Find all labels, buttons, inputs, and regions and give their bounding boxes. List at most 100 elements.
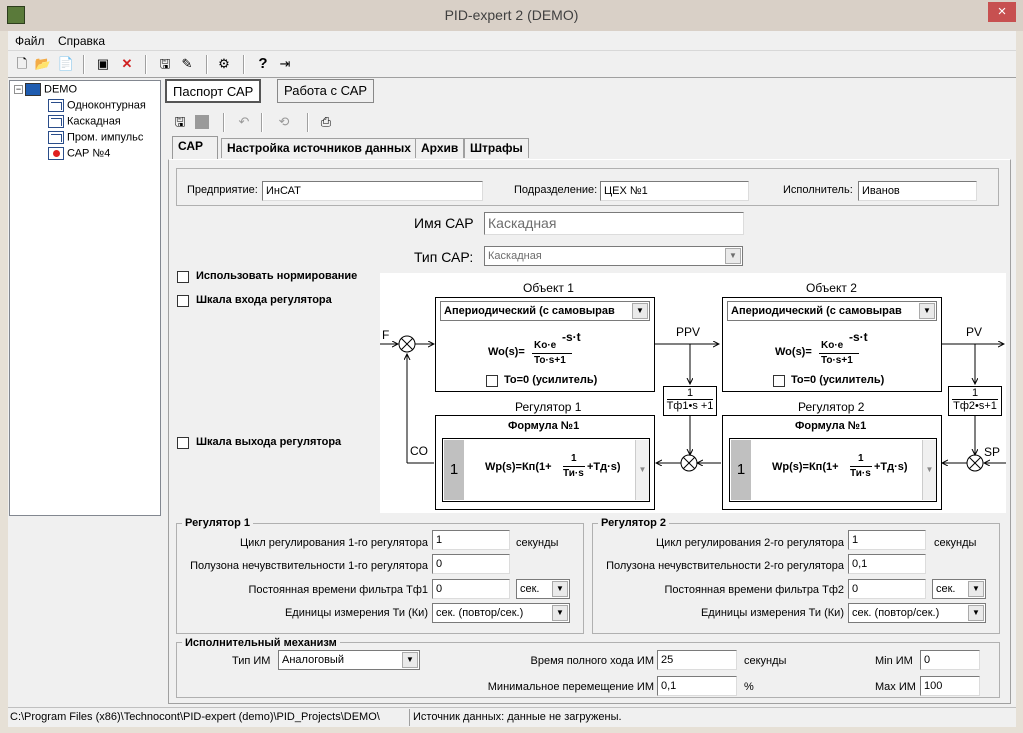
open-icon[interactable]: 📂 [34, 56, 52, 71]
tab-passport[interactable]: Паспорт САР [165, 79, 262, 103]
refresh-icon[interactable]: ⟲ [278, 114, 290, 129]
app-icon [7, 6, 25, 24]
enterprise-field[interactable]: ИнСАТ [262, 181, 483, 201]
menu-bar: Файл Справка [8, 31, 1016, 51]
regulator2-group [592, 523, 1000, 634]
normalize-checkbox[interactable] [177, 271, 189, 283]
reg2-cycle-field[interactable]: 1 [848, 530, 926, 550]
min-im-field[interactable]: 0 [920, 650, 980, 670]
export-icon[interactable]: 📄 [57, 56, 75, 71]
regulator2-formula-list[interactable]: 1 Wp(s)=Кп(1+ 1 Ти·s +Тд·s) ▼ [729, 438, 937, 502]
menu-file[interactable]: Файл [15, 34, 45, 48]
chevron-down-icon: ▼ [968, 605, 984, 621]
input-scale-label: Шкала входа регулятора [196, 294, 332, 306]
new-icon[interactable]: 🗋 [16, 56, 28, 71]
tab-data-sources[interactable]: Настройка источников данных [221, 138, 417, 158]
image-icon[interactable]: ▣ [96, 56, 110, 71]
actuator-type-select[interactable]: Аналоговый ▼ [278, 650, 420, 670]
edit-icon[interactable]: ✎ [181, 56, 193, 71]
regulator1-formula-list[interactable]: 1 Wp(s)=Кп(1+ 1 Ти·s +Тд·s) ▼ [442, 438, 650, 502]
filter2-box: 1 Тф2•s+1 [948, 386, 1002, 416]
object2-title: Объект 2 [806, 281, 857, 295]
save-icon[interactable]: 🖫 [159, 56, 171, 71]
alert-icon [48, 147, 64, 160]
main-toolbar: 🗋 📂 📄 ▣ ✕ 🖫 ✎ ⚙ ? ⇥ [8, 51, 1016, 78]
object2-type-select[interactable]: Апериодический (с самовырав ▼ [727, 301, 937, 321]
help-icon[interactable]: ? [258, 55, 268, 72]
enterprise-label: Предприятие: [187, 184, 258, 196]
normalize-label: Использовать нормирование [196, 270, 358, 282]
undo-icon[interactable]: ↶ [238, 114, 250, 129]
reg2-filter-field[interactable]: 0 [848, 579, 926, 599]
object2-to-zero-checkbox[interactable] [773, 375, 785, 387]
diagram-lines [380, 335, 1006, 472]
executor-field[interactable]: Иванов [858, 181, 977, 201]
stop-icon[interactable] [195, 115, 209, 129]
tab-penalties[interactable]: Штрафы [464, 138, 529, 158]
division-label: Подразделение: [514, 184, 598, 196]
regulator1-group-title: Регулятор 1 [182, 517, 253, 529]
delete-icon[interactable]: ✕ [121, 56, 133, 71]
tree-item-single[interactable]: Одноконтурная [48, 99, 146, 115]
object1-to-zero-checkbox[interactable] [486, 375, 498, 387]
object1-box: Апериодический (с самовырав ▼ Wo(s)= Ko·… [435, 297, 655, 392]
menu-help[interactable]: Справка [58, 34, 106, 48]
floppy-icon[interactable]: 🖫 [174, 114, 186, 129]
collapse-icon[interactable]: − [14, 84, 23, 94]
tree-root[interactable]: −DEMO [14, 83, 77, 99]
chevron-down-icon: ▼ [725, 248, 741, 264]
tab-work[interactable]: Работа с САР [277, 79, 375, 103]
regulator2-box: Формула №1 1 Wp(s)=Кп(1+ 1 Ти·s +Тд·s) ▼ [722, 415, 942, 510]
title-bar: PID-expert 2 (DEMO) × [0, 0, 1023, 31]
status-bar: C:\Program Files (x86)\Technocont\PID-ex… [8, 707, 1016, 727]
settings-icon[interactable]: ⚙ [218, 56, 230, 71]
reg1-filter-unit-select[interactable]: сек. ▼ [516, 579, 570, 599]
label-ppv: PPV [676, 325, 701, 339]
reg2-ti-unit-select[interactable]: сек. (повтор/сек.) ▼ [848, 603, 986, 623]
scroll-down-icon[interactable]: ▼ [922, 440, 936, 500]
inner-toolbar: 🖫 ↶ ⟲ ⎙ [165, 108, 1011, 136]
output-scale-checkbox[interactable] [177, 437, 189, 449]
division-field[interactable]: ЦЕХ №1 [600, 181, 749, 201]
min-move-field[interactable]: 0,1 [657, 676, 737, 696]
executor-label: Исполнитель: [783, 184, 853, 196]
input-scale-checkbox[interactable] [177, 295, 189, 307]
exit-icon[interactable]: ⇥ [279, 56, 291, 71]
reg1-deadband-field[interactable]: 0 [432, 554, 510, 574]
regulator2-title: Регулятор 2 [798, 400, 865, 414]
tree-item-impulse[interactable]: Пром. импульс [48, 131, 143, 147]
chevron-down-icon: ▼ [632, 303, 648, 319]
project-tree: −DEMO Одноконтурная Каскадная Пром. импу… [9, 80, 161, 516]
chevron-down-icon: ▼ [402, 652, 418, 668]
tab-archive[interactable]: Архив [415, 138, 465, 158]
reg1-ti-unit-select[interactable]: сек. (повтор/сек.) ▼ [432, 603, 570, 623]
max-im-field[interactable]: 100 [920, 676, 980, 696]
scroll-down-icon[interactable]: ▼ [635, 440, 649, 500]
status-path: C:\Program Files (x86)\Technocont\PID-ex… [10, 711, 380, 723]
reg1-cycle-field[interactable]: 1 [432, 530, 510, 550]
header-group [176, 168, 999, 206]
print-icon[interactable]: ⎙ [320, 114, 332, 129]
label-pv: PV [966, 325, 983, 339]
object1-title: Объект 1 [523, 281, 574, 295]
regulator1-title: Регулятор 1 [515, 400, 582, 414]
chevron-down-icon: ▼ [552, 581, 568, 597]
sar-name-field[interactable]: Каскадная [484, 212, 744, 235]
sar-type-select[interactable]: Каскадная ▼ [484, 246, 743, 266]
reg1-filter-field[interactable]: 0 [432, 579, 510, 599]
full-stroke-field[interactable]: 25 [657, 650, 737, 670]
object1-type-select[interactable]: Апериодический (с самовырав ▼ [440, 301, 650, 321]
chevron-down-icon: ▼ [919, 303, 935, 319]
close-button[interactable]: × [988, 2, 1016, 22]
label-f: F [382, 328, 390, 342]
window-title: PID-expert 2 (DEMO) [444, 7, 579, 23]
tree-item-cascade[interactable]: Каскадная [48, 115, 121, 131]
reg2-deadband-field[interactable]: 0,1 [848, 554, 926, 574]
sar-name-label: Имя САР [414, 215, 474, 231]
tree-item-sar4[interactable]: САР №4 [48, 147, 110, 163]
block-diagram: F PPV PV CO SP Объект 1 Апериодический (… [380, 273, 1006, 513]
reg2-filter-unit-select[interactable]: сек. ▼ [932, 579, 986, 599]
label-sp: SP [984, 445, 1001, 459]
filter1-box: 1 Тф1•s +1 [663, 386, 717, 416]
tab-sar[interactable]: САР [172, 136, 218, 160]
